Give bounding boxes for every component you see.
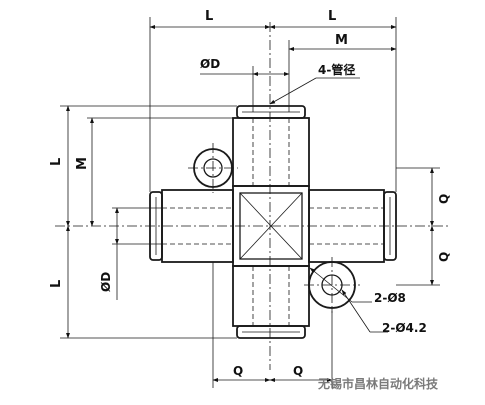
label-l-top-left: L [205, 9, 213, 24]
label-q-bottom-left: Q [233, 364, 243, 378]
label-q-bottom-right: Q [293, 364, 303, 378]
extension-lines [60, 17, 440, 388]
label-l-left-lower: L [49, 280, 64, 288]
label-hole-4-2: 2-Ø4.2 [382, 321, 427, 335]
label-hole-8: 2-Ø8 [374, 291, 406, 305]
label-m-top: M [335, 33, 348, 48]
label-m-left: M [75, 157, 90, 170]
left-arm [149, 189, 234, 263]
top-arm [232, 105, 310, 187]
bottom-arm [232, 265, 310, 339]
label-l-left-upper: L [49, 158, 64, 166]
label-l-top-right: L [328, 9, 336, 24]
dimension-lines [66, 25, 434, 382]
watermark: 无锡市昌林自动化科技 [317, 376, 439, 391]
label-tube: 4-管径 [318, 62, 355, 77]
dimension-labels: L L M ØD 4-管径 L M L ØD Q Q 2-Ø8 2-Ø4.2 Q… [49, 9, 451, 378]
right-arm [308, 189, 397, 263]
label-q-right-upper: Q [437, 194, 451, 204]
label-d-left: ØD [99, 272, 113, 292]
label-q-right-lower: Q [437, 252, 451, 262]
label-d-top: ØD [200, 57, 220, 71]
mounting-hole-upper [188, 143, 238, 193]
